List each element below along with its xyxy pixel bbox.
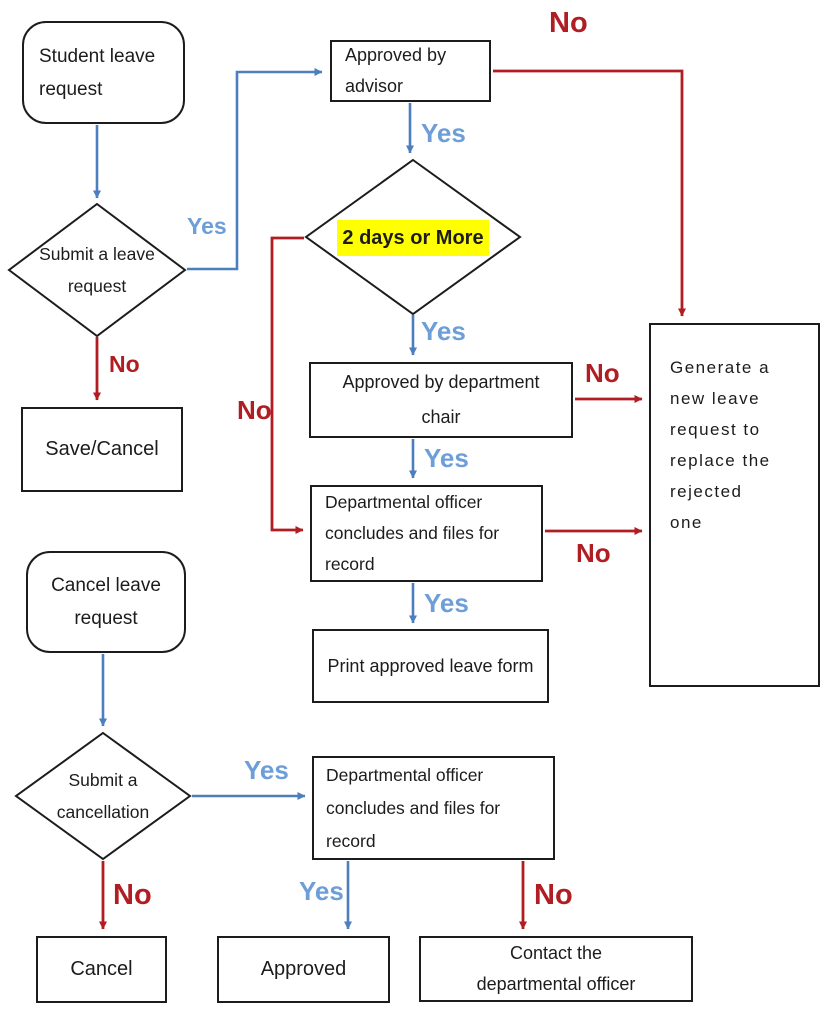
- node-text-line: Print approved leave form: [327, 655, 534, 676]
- blue-connectors: [93, 68, 417, 930]
- node-cancel: Cancel: [36, 936, 167, 1003]
- diamond-submit-a-cancellation: [14, 731, 192, 861]
- node-text-line: Submit a leave: [39, 244, 155, 264]
- node-text-line: cancellation: [56, 802, 150, 822]
- node-text-line: Approved by department: [342, 372, 540, 392]
- node-approved-by-advisor: Approved by advisor: [330, 40, 491, 102]
- label-advisor-no: No: [549, 7, 588, 39]
- label-submit-leave-no: No: [109, 351, 140, 377]
- node-text-line: request: [74, 608, 138, 629]
- label-two-days-no: No: [237, 395, 272, 425]
- diamond-text-submit-leave-request: Submit a leave request: [9, 236, 185, 304]
- node-text-line: request: [67, 276, 127, 296]
- node-student-leave-request: Student leave request: [22, 21, 185, 124]
- node-text-line: Student leave: [39, 45, 156, 67]
- node-text-line: one: [670, 513, 703, 532]
- highlighted-text: 2 days or More: [337, 220, 489, 256]
- label-submit-leave-yes: Yes: [187, 213, 227, 239]
- node-save-cancel: Save/Cancel: [21, 407, 183, 492]
- edge-submit-yes-to-advisor: [187, 68, 323, 271]
- node-print-approved-leave-form: Print approved leave form: [312, 629, 549, 703]
- diamond-text-two-days-or-more: 2 days or More: [306, 220, 520, 256]
- diamond-submit-leave-request: [7, 202, 187, 338]
- node-text-line: Cancel leave: [51, 575, 161, 596]
- node-text-line: Cancel: [70, 958, 133, 980]
- node-text-line: Approved by: [345, 45, 447, 65]
- node-text-line: concludes and files for: [326, 797, 501, 818]
- node-text-line: new leave: [670, 389, 761, 408]
- node-text-line: record: [326, 830, 376, 851]
- node-text-line: rejected: [670, 482, 743, 501]
- node-text-line: Approved: [260, 958, 347, 980]
- label-dept1-yes: Yes: [424, 588, 469, 618]
- node-approved-by-department-chair: Approved by department chair: [309, 362, 573, 438]
- node-text-line: advisor: [345, 76, 404, 96]
- node-text-line: Save/Cancel: [45, 438, 159, 460]
- node-text-line: Departmental officer: [325, 492, 483, 512]
- label-dept2-no: No: [534, 879, 573, 911]
- label-chair-no: No: [585, 358, 620, 388]
- node-text-line: chair: [421, 407, 461, 427]
- node-text-line: request to: [670, 420, 761, 439]
- node-text-line: request: [39, 78, 103, 100]
- label-advisor-yes: Yes: [421, 118, 466, 148]
- label-chair-yes: Yes: [424, 443, 469, 473]
- diamond-text-submit-a-cancellation: Submit a cancellation: [16, 762, 190, 830]
- node-approved: Approved: [217, 936, 390, 1003]
- node-text-line: departmental officer: [476, 974, 636, 994]
- label-dept1-no: No: [576, 538, 611, 568]
- red-connectors: [93, 69, 686, 930]
- label-cancellation-yes: Yes: [244, 755, 289, 785]
- node-text-line: Submit a: [68, 770, 138, 790]
- node-generate-new-leave-request: Generate a new leave request to replace …: [649, 323, 820, 687]
- node-cancel-leave-request: Cancel leave request: [26, 551, 186, 653]
- node-text-line: record: [325, 554, 375, 574]
- node-text-line: replace the: [670, 451, 771, 470]
- node-text-line: Generate a: [670, 358, 771, 377]
- node-departmental-officer-1: Departmental officer concludes and files…: [310, 485, 543, 582]
- edge-advisor-no-to-generate: [493, 69, 686, 317]
- node-text-line: Departmental officer: [326, 764, 484, 785]
- node-text-line: Contact the: [509, 943, 603, 963]
- label-cancellation-no: No: [113, 879, 152, 911]
- edge-twodays-no-to-dept1: [270, 236, 304, 534]
- label-two-days-yes: Yes: [421, 316, 466, 346]
- label-dept2-yes: Yes: [299, 876, 344, 906]
- node-text-line: concludes and files for: [325, 523, 500, 543]
- node-contact-departmental-officer: Contact the departmental officer: [419, 936, 693, 1002]
- node-departmental-officer-2: Departmental officer concludes and files…: [312, 756, 555, 860]
